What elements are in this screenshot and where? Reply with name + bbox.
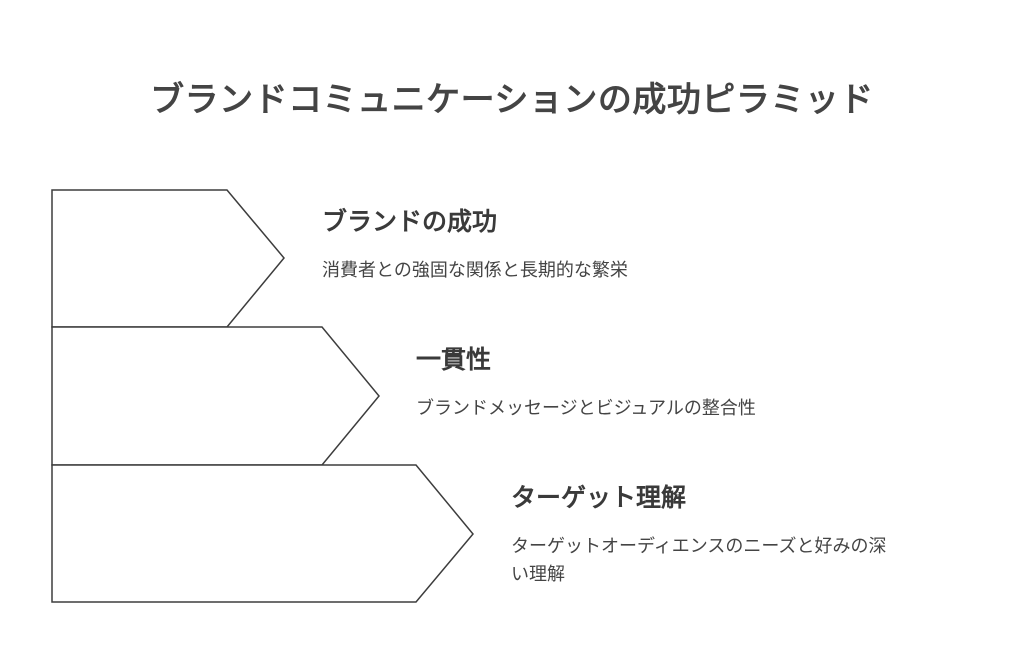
level-heading: 一貫性 — [416, 345, 492, 374]
pyramid-level-shape-1 — [51, 189, 285, 328]
pyramid-level-1: ブランドの成功 消費者との強固な関係と長期的な繁栄 — [322, 205, 742, 285]
pyramid-level-2: 一貫性 ブランドメッセージとビジュアルの整合性 — [416, 343, 876, 423]
level-heading: ターゲット理解 — [511, 483, 687, 512]
level-description: 消費者との強固な関係と長期的な繁栄 — [322, 260, 628, 281]
diagram-title: ブランドコミュニケーションの成功ピラミッド — [150, 80, 874, 120]
level-description: ターゲットオーディエンスのニーズと好みの深い理解 — [511, 536, 887, 585]
level-description: ブランドメッセージとビジュアルの整合性 — [416, 398, 756, 419]
level-heading: ブランドの成功 — [322, 207, 498, 236]
pyramid-level-shape-3 — [51, 464, 474, 603]
pyramid-level-shape-2 — [51, 326, 380, 466]
pyramid-level-3: ターゲット理解 ターゲットオーディエンスのニーズと好みの深い理解 — [511, 481, 891, 589]
